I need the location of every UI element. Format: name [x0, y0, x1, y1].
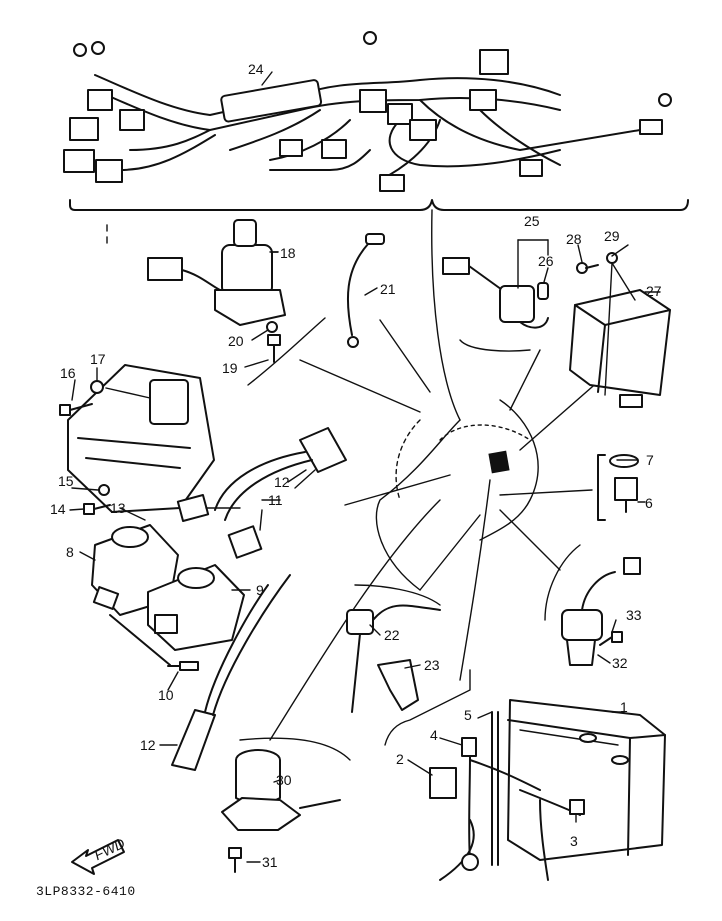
sender-switch-part-6 [597, 454, 638, 521]
callout-1: 1 [620, 699, 628, 715]
breather-pipe-part-5 [439, 711, 541, 881]
callout-16: 16 [60, 365, 76, 381]
main-switch-part-18 [147, 219, 286, 326]
screw-part-31 [228, 847, 242, 873]
o-ring-part-7 [609, 454, 639, 468]
callout-30: 30 [276, 772, 292, 788]
callout-2: 2 [396, 751, 404, 767]
leader-lines [69, 71, 661, 863]
ignition-coil-part-9 [147, 525, 263, 651]
callout-6: 6 [645, 495, 653, 511]
screw-part-14 [83, 503, 111, 515]
washer-part-29 [604, 252, 636, 396]
callout-12-lower: 12 [140, 737, 156, 753]
callout-31: 31 [262, 854, 278, 870]
callout-27: 27 [646, 283, 662, 299]
callout-4: 4 [430, 727, 438, 743]
forward-direction-arrow: FWD [71, 835, 127, 875]
bolt-part-33 [599, 631, 623, 646]
document-code: 3LP8332-6410 [36, 884, 136, 899]
battery-group-bracket [384, 669, 471, 746]
callout-10: 10 [158, 687, 174, 703]
ignitor-unit-part-27 [569, 289, 671, 408]
callout-33: 33 [626, 607, 642, 623]
bolt-part-19 [267, 334, 281, 363]
callout-29: 29 [604, 228, 620, 244]
callout-5: 5 [464, 707, 472, 723]
callout-25: 25 [524, 213, 540, 229]
bracket-part-23 [377, 659, 419, 711]
callout-7: 7 [646, 452, 654, 468]
callout-numbers: 1 2 3 4 5 6 7 8 9 10 11 12 12 13 14 15 1… [50, 61, 662, 870]
wire-harness-assembly [63, 31, 689, 249]
callout-20: 20 [228, 333, 244, 349]
lead-wire-part-21 [346, 233, 385, 348]
washer-part-20 [266, 321, 278, 333]
bolt-part-10 [167, 661, 199, 671]
sensor-part-32 [544, 544, 641, 666]
clip-part-26 [537, 282, 549, 300]
callout-8: 8 [66, 544, 74, 560]
battery-part-1 [507, 699, 666, 861]
callout-28: 28 [566, 231, 582, 247]
unit-part-30 [221, 737, 351, 831]
collar-part-15 [98, 484, 110, 496]
callout-13: 13 [110, 500, 126, 516]
spark-plug-cap-part-12-lower [171, 574, 291, 771]
relay-part-25 [442, 239, 549, 329]
callout-12-upper: 12 [274, 474, 290, 490]
callout-18: 18 [280, 245, 296, 261]
bracket-part-11 [176, 493, 263, 531]
callout-23: 23 [424, 657, 440, 673]
callout-24: 24 [248, 61, 264, 77]
frame-route-lines [269, 209, 601, 741]
callout-9: 9 [256, 582, 264, 598]
screw-part-28 [576, 262, 599, 274]
battery-box-part-2 [429, 767, 457, 799]
callout-22: 22 [384, 627, 400, 643]
battery-cable-part-3 [519, 789, 585, 881]
callout-11: 11 [268, 492, 283, 508]
callout-21: 21 [380, 281, 396, 297]
callout-14: 14 [50, 501, 66, 517]
bolt-part-16 [59, 403, 93, 416]
callout-26: 26 [538, 253, 554, 269]
callout-32: 32 [612, 655, 628, 671]
callout-3: 3 [570, 833, 578, 849]
coil-cover-part-13 [67, 364, 215, 513]
spark-plug-cap-part-12-upper [214, 427, 347, 521]
callout-19: 19 [222, 360, 238, 376]
callout-15: 15 [58, 473, 74, 489]
callout-17: 17 [90, 351, 106, 367]
switch-part-22 [346, 584, 441, 713]
grommet-part-17 [90, 380, 104, 394]
